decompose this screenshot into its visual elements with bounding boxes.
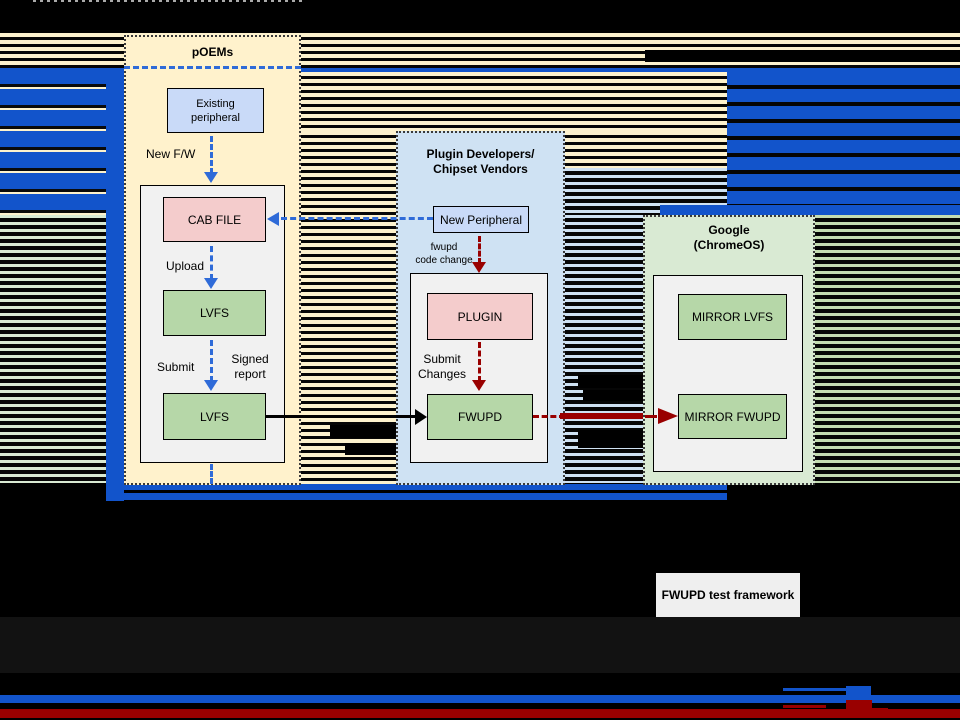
glitch-black-blob [330, 425, 396, 438]
glitch-red-stub [872, 708, 888, 712]
node-fwupd: FWUPD [427, 394, 533, 440]
glitch-top-dotted-line [33, 0, 303, 2]
glitch-red-full-bar [0, 709, 960, 718]
arrow-lvfs-to-fwupd-line [266, 415, 416, 418]
node-lvfs-upper: LVFS [163, 290, 266, 336]
arrow-newperipheral-to-plugin-head [472, 262, 486, 273]
arrow-existing-to-cab-head [204, 172, 218, 183]
glitch-bottom-blue-bar-1 [106, 484, 727, 490]
glitch-red-thin-line [783, 705, 826, 708]
arrow-lvfs-to-lvfs-line [210, 340, 213, 382]
glitch-blue-thin-line [783, 688, 848, 691]
node-new-peripheral: New Peripheral [433, 206, 529, 233]
glitch-green-column-left [0, 215, 106, 483]
arrow-plugin-to-fwupd-head [472, 380, 486, 391]
label-signed-report: Signed report [231, 352, 269, 381]
node-mirror-lvfs: MIRROR LVFS [678, 294, 787, 340]
glitch-blue-bar-above-google [660, 205, 960, 215]
glitch-black-bar-topright [645, 50, 960, 62]
glitch-blue-bars-right [727, 72, 960, 205]
glitch-green-column-right [813, 215, 960, 483]
glitch-blue-full-bar [0, 695, 960, 703]
arrow-newperipheral-to-cab-line [281, 217, 433, 220]
arrow-fwupd-to-mirror-line1 [533, 415, 565, 418]
glitch-blue-bars-left [0, 72, 106, 215]
node-lvfs-lower: LVFS [163, 393, 266, 440]
node-mirror-fwupd: MIRROR FWUPD [678, 394, 787, 439]
arrow-fwupd-to-mirror-head [658, 408, 678, 424]
label-submit: Submit [157, 360, 195, 374]
label-new-fw: New F/W [146, 147, 196, 161]
glitch-blue-column [106, 68, 124, 501]
arrow-newperipheral-to-plugin-line [478, 236, 481, 264]
label-submit-changes: Submit Changes [417, 352, 467, 381]
arrow-existing-to-cab-line [210, 136, 213, 174]
glitch-red-small-rect [846, 700, 872, 718]
panel-title-google: Google (ChromeOS) [693, 223, 765, 252]
label-fwupd-code-change: fwupd code change [415, 242, 473, 266]
glitch-black-blob [578, 375, 643, 388]
panel-title-poems: pOEMs [191, 45, 234, 59]
arrow-fwupd-to-mirror-solid [560, 413, 643, 419]
arrow-lvfs-exit-line [210, 464, 213, 484]
glitch-blue-line [0, 68, 960, 72]
node-cab-file: CAB FILE [163, 197, 266, 242]
glitch-dashed-line-poems [124, 66, 301, 69]
glitch-dark-gray-band [0, 617, 960, 673]
glitch-black-blob [345, 443, 396, 455]
panel-title-plugin-developers: Plugin Developers/ Chipset Vendors [426, 147, 535, 176]
arrow-lvfs-to-fwupd-head [415, 409, 427, 425]
arrow-lvfs-to-lvfs-head [204, 380, 218, 391]
glitch-cream-band-mid [300, 72, 727, 131]
glitch-black-blob [583, 390, 643, 401]
arrow-cab-to-lvfs-line [210, 246, 213, 280]
glitch-cream-patch-right-of-plugin [565, 131, 727, 168]
arrow-newperipheral-to-cab-head [267, 212, 279, 226]
node-existing-peripheral: Existing peripheral [167, 88, 264, 133]
node-plugin: PLUGIN [427, 293, 533, 340]
glitch-bottom-blue-bar-2 [106, 493, 727, 500]
note-fwupd-test-framework: FWUPD test framework [656, 573, 800, 617]
arrow-cab-to-lvfs-head [204, 278, 218, 289]
label-upload: Upload [166, 259, 205, 273]
glitch-black-blob [578, 430, 643, 448]
arrow-fwupd-to-mirror-line2 [645, 415, 657, 418]
arrow-plugin-to-fwupd-line [478, 342, 481, 382]
